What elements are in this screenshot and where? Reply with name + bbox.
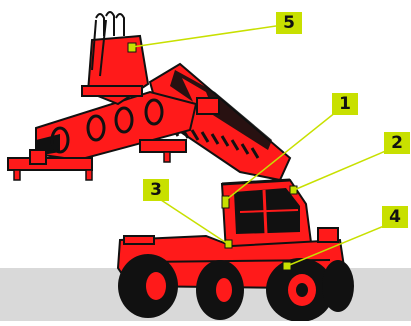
callout-badge-5: 5 [276,12,302,34]
cab [222,180,312,252]
callout-badge-2: 2 [384,132,410,154]
leader-line-2 [294,150,388,190]
cab-roof-light [290,186,297,194]
wheel-front-far [322,260,354,312]
callout-badge-4: 4 [382,206,408,228]
spreader [8,12,196,180]
callout-badge-3: 3 [143,179,169,201]
spreader-head-box [128,43,136,52]
chassis-front-light [225,240,232,248]
callout-badge-1: 1 [332,93,358,115]
leader-line-5 [132,26,276,47]
